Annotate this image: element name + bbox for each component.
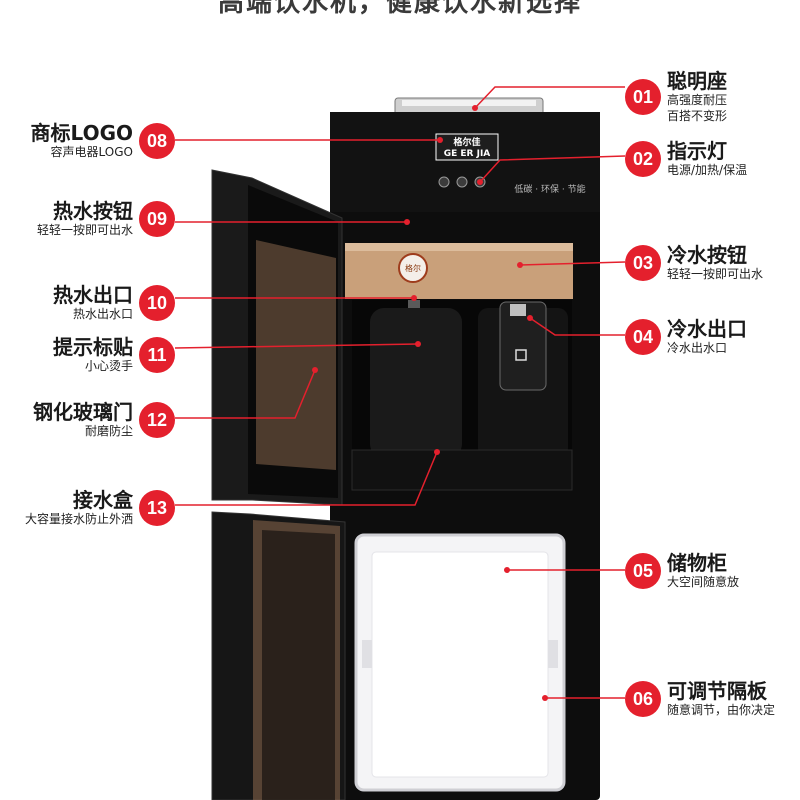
callout-05-sub-1: 大空间随意放 — [667, 575, 740, 589]
banner-title: 高端饮水机，健康饮水新选择 — [217, 0, 582, 18]
logo-en: GE ER JIA — [444, 149, 491, 159]
callout-03-title: 冷水按钮 — [667, 243, 747, 267]
callout-06-title: 可调节隔板 — [667, 679, 767, 703]
callout-01-sub-2: 百搭不变形 — [667, 109, 728, 123]
callout-01-title: 聪明座 — [667, 69, 727, 93]
callout-11-number: 11 — [139, 337, 175, 373]
logo-plate — [435, 133, 499, 161]
callout-01-number: 01 — [625, 79, 661, 115]
callout-02-number: 02 — [625, 141, 661, 177]
callout-13-sub-1: 大容量接水防止外洒 — [24, 512, 133, 526]
callout-09-title: 热水按钮 — [53, 199, 133, 223]
adjustable-shelf-rail-right — [548, 640, 558, 668]
hot-water-button[interactable] — [398, 253, 428, 283]
callout-04-sub-1: 冷水出水口 — [667, 341, 728, 355]
callout-09-number: 09 — [139, 201, 175, 237]
callout-08-number: 08 — [139, 123, 175, 159]
logo-cn: 格尔佳 — [453, 136, 480, 148]
callout-12-sub-1: 耐磨防尘 — [84, 424, 133, 438]
gold-control-panel — [345, 243, 573, 299]
drip-tray — [351, 449, 573, 491]
callout-09-sub-1: 轻轻一按即可出水 — [36, 223, 133, 237]
callout-06-sub-1: 随意调节，由你决定 — [667, 703, 776, 717]
callout-02: 02 指示灯 电源/加热/保温 — [625, 140, 747, 178]
leader-lines — [174, 86, 626, 699]
callout-03-sub-1: 轻轻一按即可出水 — [667, 267, 764, 281]
adjustable-shelf-rail-left — [362, 640, 372, 668]
callout-06-number: 06 — [625, 681, 661, 717]
indicator-light-heat — [456, 176, 468, 188]
indicator-light-power — [438, 176, 450, 188]
callout-03-number: 03 — [625, 245, 661, 281]
callout-11-sub-1: 小心烫手 — [84, 359, 133, 373]
callout-11: 提示标贴 小心烫手 11 — [53, 336, 175, 374]
callout-06: 06 可调节隔板 随意调节，由你决定 — [625, 680, 775, 718]
callout-12-number: 12 — [139, 402, 175, 438]
hot-water-outlet — [408, 300, 420, 308]
callout-12-title: 钢化玻璃门 — [33, 400, 133, 424]
callout-10-title: 热水出口 — [53, 283, 133, 307]
callout-09: 热水按钮 轻轻一按即可出水 09 — [37, 200, 175, 238]
callout-05-title: 储物柜 — [667, 551, 727, 575]
callout-02-sub-1: 电源/加热/保温 — [667, 163, 748, 177]
callout-05: 05 储物柜 大空间随意放 — [625, 552, 739, 590]
cold-water-outlet — [499, 301, 547, 391]
callout-10: 热水出口 热水出水口 10 — [53, 284, 175, 322]
callout-08-sub-1: 容声电器LOGO — [50, 145, 133, 159]
callout-02-title: 指示灯 — [667, 139, 727, 163]
callout-05-number: 05 — [625, 553, 661, 589]
callout-10-number: 10 — [139, 285, 175, 321]
callout-01-sub-1: 高强度耐压 — [667, 93, 728, 107]
panel-slogan: 低碳 · 环保 · 节能 — [514, 183, 585, 195]
callout-13-title: 接水盒 — [73, 488, 133, 512]
callout-11-title: 提示标贴 — [53, 335, 133, 359]
callout-10-sub-1: 热水出水口 — [72, 307, 133, 321]
control-head — [330, 112, 600, 212]
hot-button-label: 格尔 — [405, 263, 421, 273]
callout-04: 04 冷水出口 冷水出水口 — [625, 318, 747, 356]
callout-04-number: 04 — [625, 319, 661, 355]
callout-12: 钢化玻璃门 耐磨防尘 12 — [33, 401, 175, 439]
callout-13: 接水盒 大容量接水防止外洒 13 — [25, 489, 175, 527]
callout-08-title: 商标LOGO — [30, 121, 133, 145]
callout-08: 商标LOGO 容声电器LOGO 08 — [31, 122, 175, 160]
callout-03: 03 冷水按钮 轻轻一按即可出水 — [625, 244, 763, 282]
callout-04-title: 冷水出口 — [667, 317, 747, 341]
callout-13-number: 13 — [139, 490, 175, 526]
callout-01: 01 聪明座 高强度耐压 百搭不变形 — [625, 70, 727, 124]
